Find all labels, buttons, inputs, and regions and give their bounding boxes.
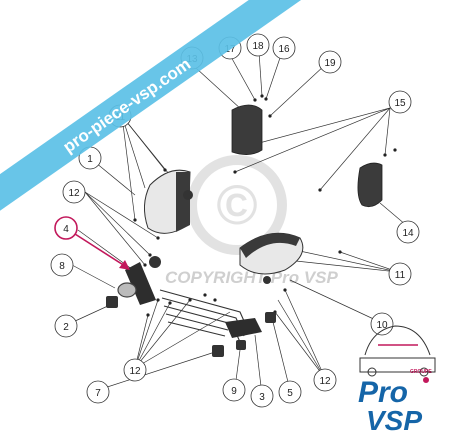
svg-text:3: 3 xyxy=(259,392,265,403)
svg-text:10: 10 xyxy=(376,320,388,331)
svg-text:15: 15 xyxy=(394,98,406,109)
callout-12-c: 12 xyxy=(313,368,337,392)
logo-pro: Pro xyxy=(358,376,408,409)
logo-dot xyxy=(423,377,429,383)
provsp-logo: GROUPE Pro VSP xyxy=(358,325,436,436)
svg-text:9: 9 xyxy=(231,386,237,397)
part-8-ring xyxy=(117,282,137,298)
site-banner-text: pro-piece-vsp.com xyxy=(59,54,194,156)
part-11-headlamp-right xyxy=(239,232,304,284)
svg-text:5: 5 xyxy=(287,388,293,399)
part-4-bracket xyxy=(125,262,156,305)
part-7-foglamp xyxy=(212,345,224,357)
logo-tagline: GROUPE xyxy=(410,369,432,375)
callout-1: 1 xyxy=(78,146,102,170)
callout-2: 2 xyxy=(54,314,78,338)
svg-text:2: 2 xyxy=(63,322,69,333)
copyright-watermark: © xyxy=(187,155,287,255)
callout-18: 18 xyxy=(246,33,270,57)
callout-11-b: 11 xyxy=(388,262,412,286)
callout-14: 14 xyxy=(396,220,420,244)
callout-16: 16 xyxy=(272,36,296,60)
callout-9: 9 xyxy=(222,378,246,402)
logo-vsp: VSP xyxy=(366,405,422,436)
svg-text:8: 8 xyxy=(59,261,65,272)
callout-10: 10 xyxy=(370,312,394,336)
svg-text:18: 18 xyxy=(252,41,264,52)
callout-8: 8 xyxy=(50,253,74,277)
part-14-panel xyxy=(357,162,383,208)
copyright-symbol: © xyxy=(216,173,257,236)
callout-3: 3 xyxy=(250,384,274,408)
svg-text:1: 1 xyxy=(87,154,93,165)
callout-12-d: 12 xyxy=(0,0,12,3)
highlight-arrow xyxy=(74,233,130,270)
part-1-headlamp-left xyxy=(144,169,193,234)
callout-4: 4 xyxy=(54,216,78,240)
svg-text:7: 7 xyxy=(95,388,101,399)
leader-lines xyxy=(71,51,407,396)
callout-19: 19 xyxy=(318,50,342,74)
callout-12-a: 12 xyxy=(62,180,86,204)
upper-bulb xyxy=(149,256,161,268)
callout-12-b: 12 xyxy=(123,358,147,382)
svg-text:19: 19 xyxy=(324,58,336,69)
callout-15: 15 xyxy=(388,90,412,114)
part-13-panel xyxy=(231,104,263,155)
part-9-foglamp xyxy=(236,340,246,350)
svg-text:16: 16 xyxy=(278,44,290,55)
svg-text:14: 14 xyxy=(402,228,414,239)
part-5-foglamp xyxy=(265,312,276,323)
svg-text:4: 4 xyxy=(63,224,69,235)
svg-text:12: 12 xyxy=(68,188,80,199)
part-3-trim xyxy=(225,318,262,338)
callout-7: 7 xyxy=(86,380,110,404)
callout-5: 5 xyxy=(278,380,302,404)
car-outline xyxy=(359,325,436,377)
svg-text:12: 12 xyxy=(319,376,331,387)
part-2-foglamp xyxy=(106,296,118,308)
svg-text:11: 11 xyxy=(395,270,406,281)
svg-text:12: 12 xyxy=(129,366,141,377)
